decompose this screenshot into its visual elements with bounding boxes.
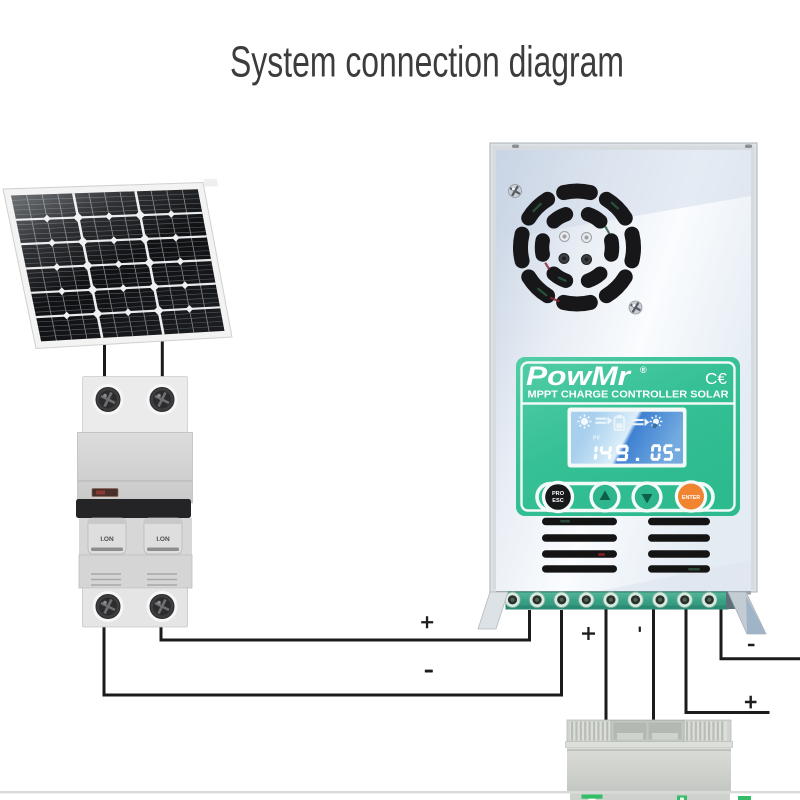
svg-text:MPPT CHARGE CONTROLLER SOLAR: MPPT CHARGE CONTROLLER SOLAR [528,389,729,401]
svg-text:I.ON: I.ON [156,536,170,543]
svg-text:®: ® [640,365,647,375]
svg-text:PRO: PRO [552,491,565,497]
svg-text:PowMr: PowMr [526,361,632,391]
svg-text:ENTER: ENTER [682,495,700,501]
svg-text:ESC: ESC [552,498,564,504]
svg-text:I.ON: I.ON [100,536,114,543]
svg-text:System connection diagram: System connection diagram [230,38,624,87]
svg-text:PV: PV [593,436,600,442]
svg-text:C€: C€ [705,371,727,388]
